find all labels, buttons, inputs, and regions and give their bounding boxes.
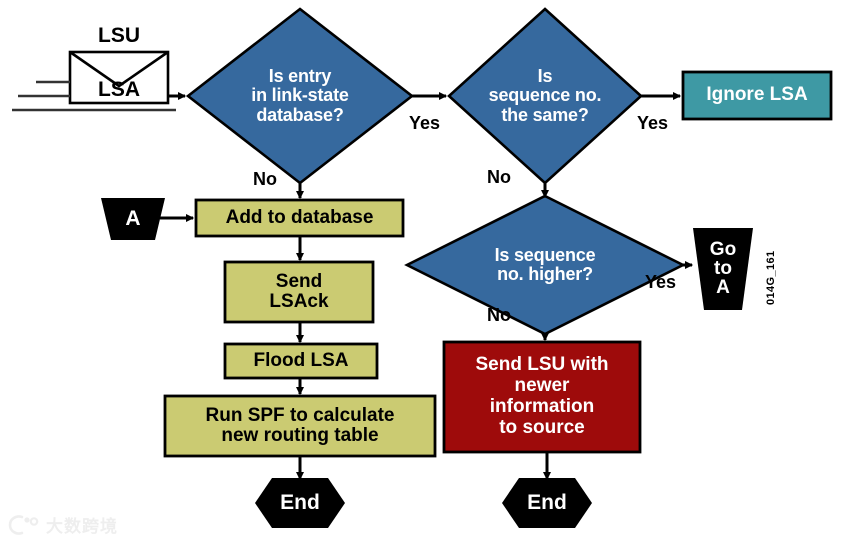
branch-label-d2-no: No	[487, 167, 511, 187]
goto-a-connector-shape	[693, 228, 753, 310]
process-box-send-lsack	[223, 260, 375, 324]
process-box-flood-lsa	[223, 342, 379, 380]
envelope-lsa-label: LSA	[98, 78, 140, 101]
decision-diamond-3	[404, 194, 686, 336]
branch-label-d1-no: No	[253, 169, 277, 189]
branch-label-d3-yes: Yes	[645, 272, 677, 292]
envelope-icon	[12, 50, 176, 112]
process-box-add-to-database	[194, 198, 405, 238]
branch-label-d3-no: No	[487, 305, 511, 325]
process-box-run-spf	[163, 394, 437, 458]
branch-label-d1-yes: Yes	[409, 113, 441, 133]
envelope-lsu-label: LSU	[98, 24, 140, 47]
figure-code-label: 014G_161	[765, 250, 777, 305]
connector-a-shape	[101, 198, 165, 240]
branch-label-d2-yes: Yes	[637, 113, 669, 133]
ignore-lsa-box	[681, 70, 833, 121]
decision-diamond-1	[185, 7, 415, 185]
end-terminator-left-shape	[255, 478, 345, 528]
send-lsu-red-box	[442, 340, 642, 454]
end-terminator-right-shape	[502, 478, 592, 528]
decision-diamond-2	[447, 7, 643, 185]
